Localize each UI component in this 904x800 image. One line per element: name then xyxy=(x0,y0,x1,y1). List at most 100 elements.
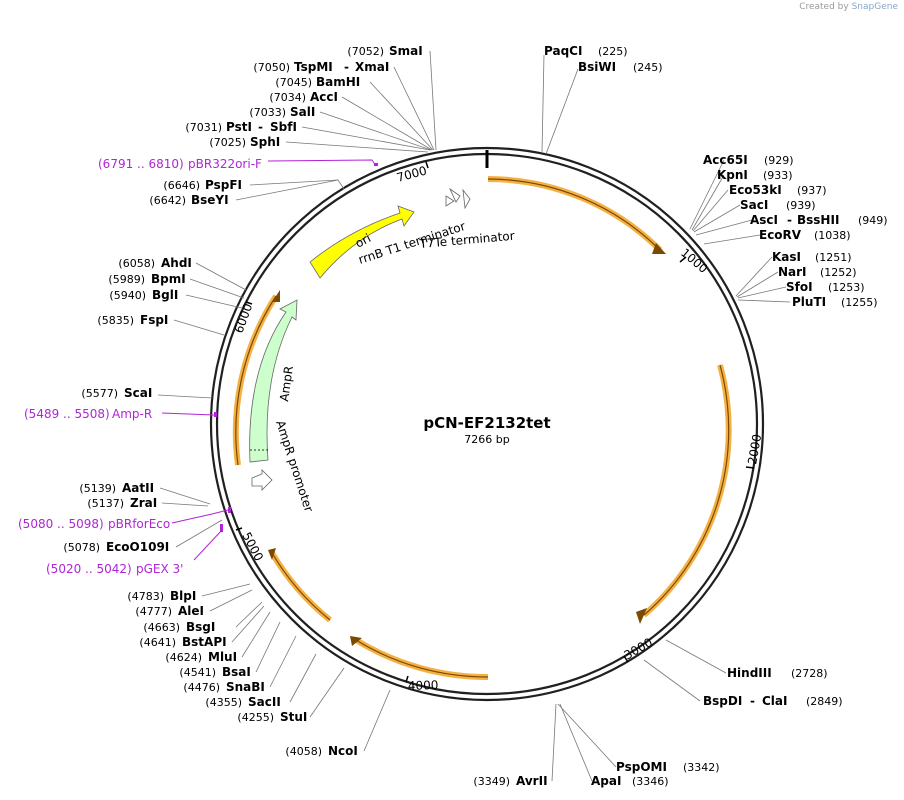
site-name: PstI xyxy=(226,120,252,134)
site-name: XmaI xyxy=(355,60,389,74)
site-name: ZraI xyxy=(130,496,157,510)
site-name: SacII xyxy=(248,695,281,709)
site-name: BglI xyxy=(152,288,178,302)
orf-arrow-1 xyxy=(652,243,666,254)
site-pos: (2728) xyxy=(791,667,828,680)
site-pos: (7025) xyxy=(209,136,246,149)
site-name: Eco53kI xyxy=(729,183,782,197)
site-name: SbfI xyxy=(270,120,297,134)
site-pos: (1252) xyxy=(820,266,857,279)
site-pos: (7033) xyxy=(249,106,286,119)
primer-mark-pgex xyxy=(220,524,223,532)
site-pos: (7050) xyxy=(253,61,290,74)
site-name: FspI xyxy=(140,313,168,327)
site-name: Acc65I xyxy=(703,153,748,167)
site-name: PaqCI xyxy=(544,44,582,58)
watermark-prefix: Created by xyxy=(799,2,849,12)
site-pos: (4663) xyxy=(143,621,180,634)
site-pos: (4355) xyxy=(205,696,242,709)
site-name: SalI xyxy=(290,105,315,119)
orf-arrow-3 xyxy=(350,636,362,646)
primer-name: pBRforEco xyxy=(108,517,170,531)
leader-lines xyxy=(157,50,791,782)
orf-arc-4 xyxy=(269,551,332,623)
site-pos: (4255) xyxy=(237,711,274,724)
tick-2000: 2000 xyxy=(745,433,764,466)
site-pos: (225) xyxy=(598,45,628,58)
feature-label-ampr-promoter: AmpR promoter xyxy=(273,419,316,514)
primer-mark-ampr xyxy=(214,412,217,417)
site-name: SfoI xyxy=(786,280,813,294)
site-name: BpmI xyxy=(151,272,186,286)
site-name: PluTI xyxy=(792,295,826,309)
orf-arc-3 xyxy=(354,637,489,681)
tick-3000: 3000 xyxy=(622,635,655,662)
site-name: BsiWI xyxy=(578,60,616,74)
site-name: KpnI xyxy=(717,168,748,182)
site-pos: (5989) xyxy=(108,273,145,286)
primer-range: (5489 .. 5508) xyxy=(24,407,110,421)
site-pos: (1255) xyxy=(841,296,878,309)
ampr-promoter-icon xyxy=(251,469,273,491)
watermark-brand: SnapGene xyxy=(851,2,898,12)
site-pos: (937) xyxy=(797,184,827,197)
site-name: HindIII xyxy=(727,666,772,680)
site-name: BseYI xyxy=(191,193,229,207)
site-pos: (2849) xyxy=(806,695,843,708)
tick-4000: 4000 xyxy=(408,678,439,693)
feature-label-ampr: AmpR xyxy=(277,365,296,402)
site-name: NcoI xyxy=(328,744,358,758)
site-name: BstAPI xyxy=(182,635,227,649)
primer-range: (6791 .. 6810) xyxy=(98,157,184,171)
site-pos: (3346) xyxy=(632,775,669,788)
site-sep: - xyxy=(344,60,349,74)
primer-name: Amp-R xyxy=(112,407,152,421)
tick-7000: 7000 xyxy=(395,163,428,184)
feature-ori: ori xyxy=(309,205,415,279)
site-name: PspFI xyxy=(205,178,242,192)
site-pos: (7034) xyxy=(269,91,306,104)
primer-mark-pbr322ori xyxy=(374,163,378,166)
site-name: SacI xyxy=(740,198,768,212)
site-pos: (5139) xyxy=(79,482,116,495)
site-pos: (4777) xyxy=(135,605,172,618)
site-name: ClaI xyxy=(762,694,787,708)
site-pos: (5835) xyxy=(97,314,134,327)
site-name: EcoO109I xyxy=(106,540,169,554)
site-pos: (1253) xyxy=(828,281,865,294)
site-pos: (4624) xyxy=(165,651,202,664)
site-pos: (933) xyxy=(763,169,793,182)
site-name: AccI xyxy=(310,90,338,104)
orf-arrow-2 xyxy=(636,608,647,624)
site-sep: - xyxy=(258,120,263,134)
feature-label-ori: ori xyxy=(353,231,373,251)
site-pos: (1038) xyxy=(814,229,851,242)
primer-mark-pbrforeco xyxy=(228,507,231,513)
site-pos: (6646) xyxy=(163,179,200,192)
site-name: KasI xyxy=(772,250,801,264)
site-pos: (6058) xyxy=(118,257,155,270)
primer-range: (5080 .. 5098) xyxy=(18,517,104,531)
orf-arrow-5 xyxy=(272,290,280,302)
site-pos: (5078) xyxy=(63,541,100,554)
site-pos: (4058) xyxy=(285,745,322,758)
site-pos: (4641) xyxy=(139,636,176,649)
site-name: AleI xyxy=(178,604,204,618)
site-name: SnaBI xyxy=(226,680,265,694)
site-pos: (1251) xyxy=(815,251,852,264)
site-labels: (7052) SmaI (7050) TspMI - XmaI (7045) B… xyxy=(63,44,887,788)
site-pos: (4541) xyxy=(179,666,216,679)
site-name: TspMI xyxy=(294,60,333,74)
site-pos: (7031) xyxy=(185,121,222,134)
site-pos: (6642) xyxy=(149,194,186,207)
site-pos: (3342) xyxy=(683,761,720,774)
primer-name: pBR322ori-F xyxy=(188,157,262,171)
snapgene-watermark: Created by SnapGene xyxy=(799,2,898,12)
primer-name: pGEX 3' xyxy=(136,562,183,576)
site-pos: (929) xyxy=(764,154,794,167)
site-name: BsaI xyxy=(222,665,251,679)
site-name: ScaI xyxy=(124,386,152,400)
site-name: BlpI xyxy=(170,589,196,603)
site-name: BsgI xyxy=(186,620,215,634)
site-pos: (245) xyxy=(633,61,663,74)
